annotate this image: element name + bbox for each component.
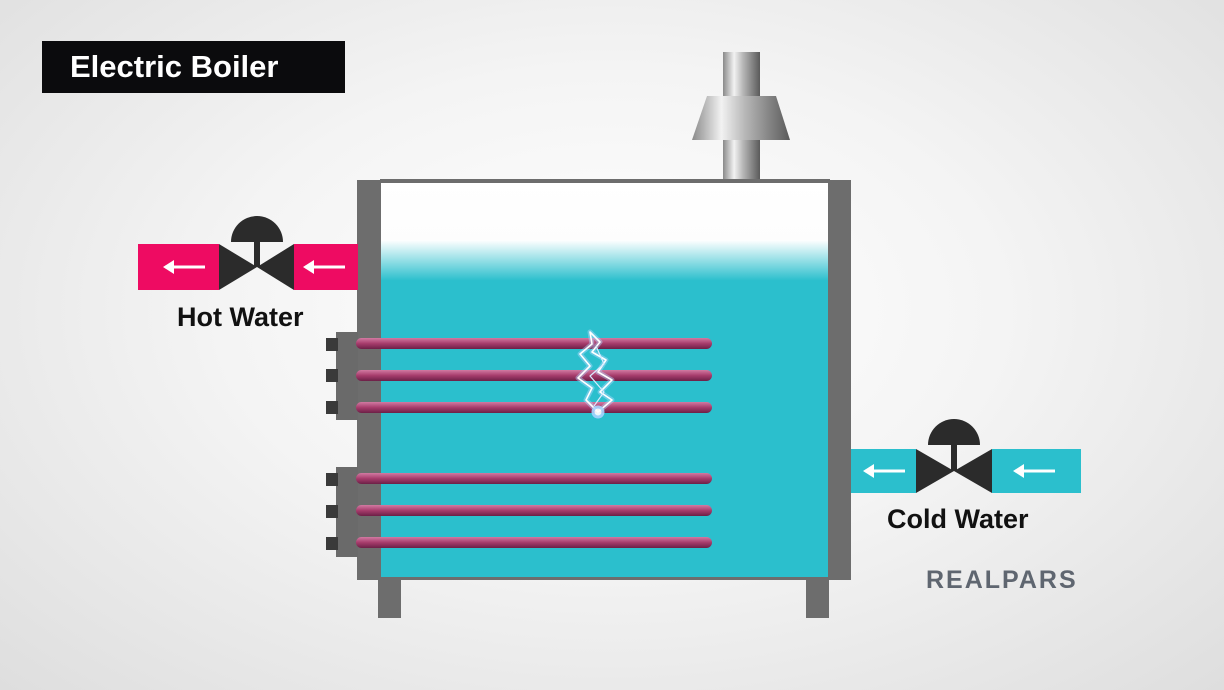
arrow-left-icon bbox=[1013, 464, 1055, 478]
arrow-left-icon bbox=[303, 260, 345, 274]
arrow-left-icon bbox=[163, 260, 205, 274]
heater-flange-upper bbox=[326, 332, 358, 420]
valve-body-right bbox=[257, 244, 294, 290]
hot-valve-actuator bbox=[231, 216, 283, 242]
heating-rod bbox=[356, 473, 712, 484]
heating-elements bbox=[356, 338, 712, 548]
heating-rod bbox=[356, 505, 712, 516]
tank-leg-right bbox=[806, 578, 829, 618]
electric-spark-icon bbox=[575, 329, 615, 419]
hot-water-line bbox=[138, 216, 358, 290]
chimney bbox=[692, 52, 790, 182]
realpars-logo: REALPARS bbox=[926, 566, 1078, 594]
hot-water-label: Hot Water bbox=[177, 302, 304, 332]
cold-valve-actuator bbox=[928, 419, 980, 445]
tank-leg-left bbox=[378, 578, 401, 618]
valve-body-right bbox=[954, 449, 992, 493]
diagram-title: Electric Boiler bbox=[42, 41, 345, 93]
arrow-left-icon bbox=[863, 464, 905, 478]
heating-rod bbox=[356, 537, 712, 548]
heater-flange-lower bbox=[326, 467, 358, 557]
tank-wall-right bbox=[828, 180, 851, 580]
valve-body-left bbox=[219, 244, 257, 290]
heating-rod bbox=[356, 338, 712, 349]
cold-water-label: Cold Water bbox=[887, 504, 1029, 534]
heating-rod bbox=[356, 402, 712, 413]
heating-rod bbox=[356, 370, 712, 381]
cold-water-line bbox=[851, 419, 1081, 493]
valve-body-left bbox=[916, 449, 954, 493]
